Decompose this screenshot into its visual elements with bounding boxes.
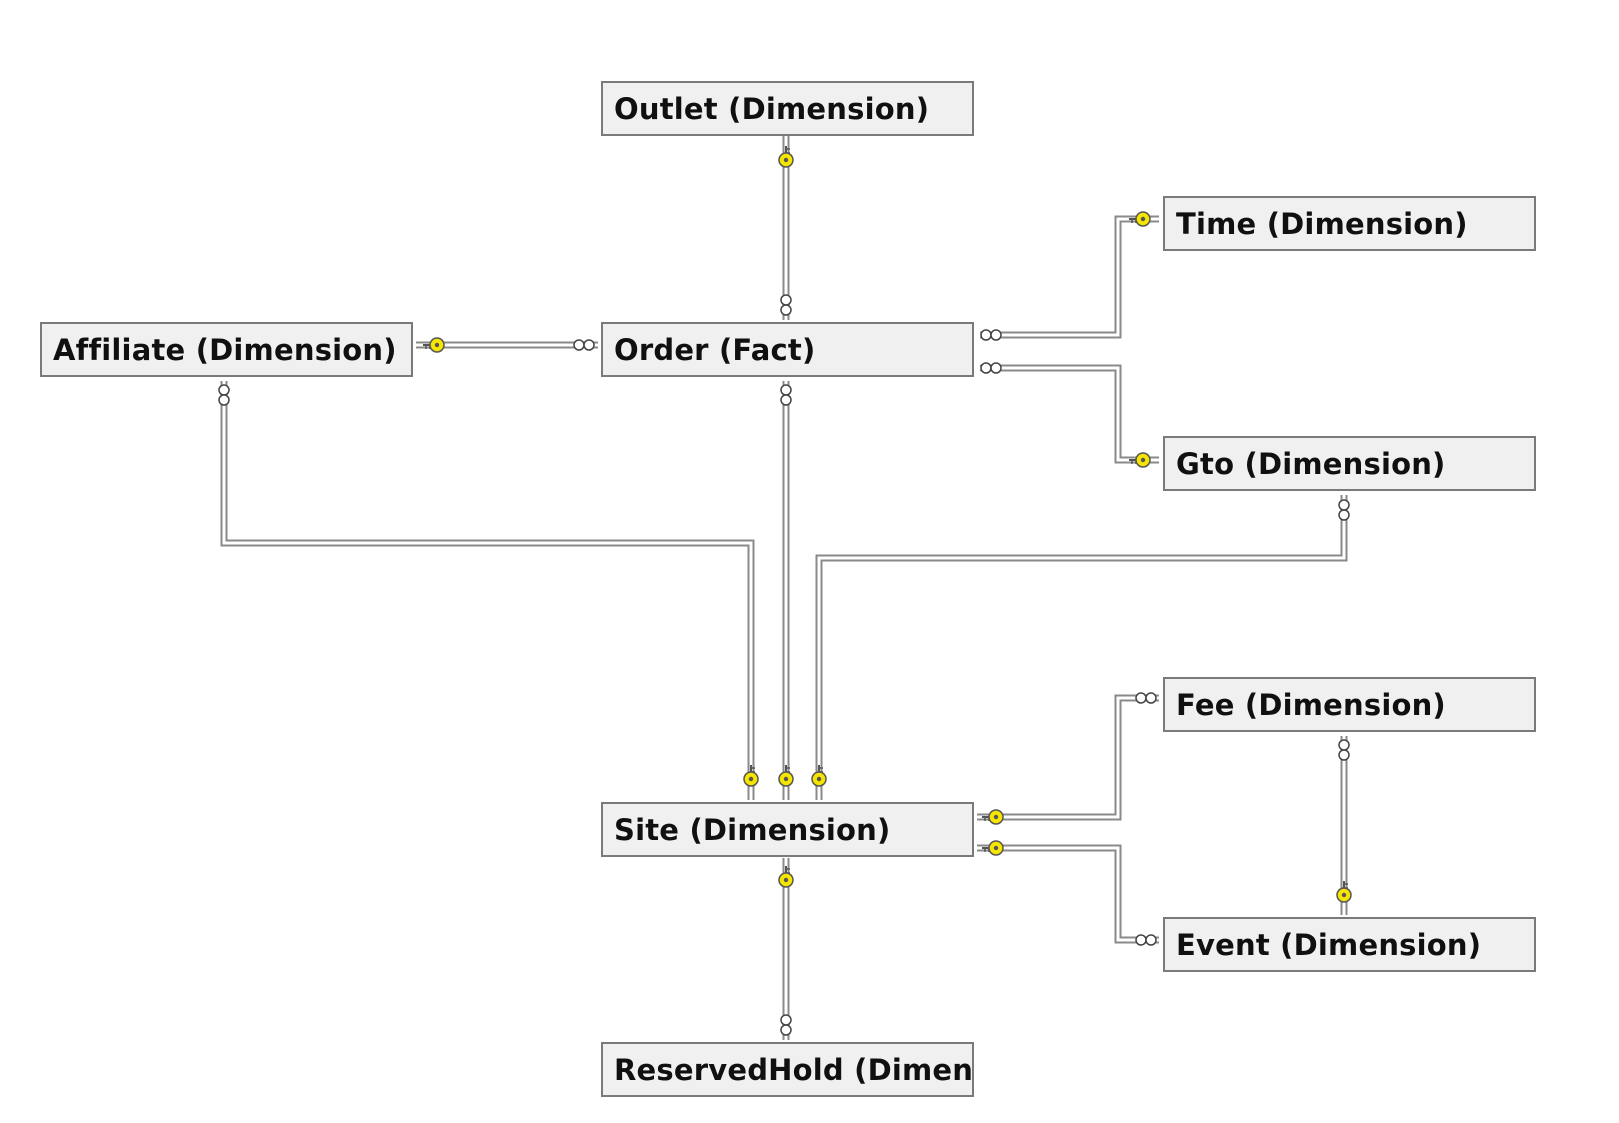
infinity-icon — [780, 294, 792, 316]
infinity-icon — [1338, 499, 1350, 521]
entity-outlet[interactable]: Outlet (Dimension) — [601, 81, 974, 136]
relationship-site-gto[interactable] — [811, 495, 1350, 800]
entity-title: Gto (Dimension) — [1176, 446, 1446, 481]
key-icon — [743, 765, 759, 787]
relationship-site-affiliate[interactable] — [218, 381, 759, 800]
key-icon — [982, 840, 1004, 856]
entity-title: Affiliate (Dimension) — [53, 332, 397, 367]
entity-title: Outlet (Dimension) — [614, 91, 930, 126]
entity-title: Event (Dimension) — [1176, 927, 1482, 962]
relationship-outlet-order[interactable] — [778, 136, 794, 320]
key-icon — [778, 765, 794, 787]
entity-fee[interactable]: Fee (Dimension) — [1163, 677, 1536, 732]
infinity-icon — [218, 384, 230, 406]
relationship-time-order[interactable] — [980, 211, 1159, 341]
infinity-icon — [980, 329, 1002, 341]
infinity-icon — [1338, 739, 1350, 761]
infinity-icon — [780, 1014, 792, 1036]
relationship-site-event[interactable] — [977, 840, 1159, 946]
entity-event[interactable]: Event (Dimension) — [1163, 917, 1536, 972]
entity-time[interactable]: Time (Dimension) — [1163, 196, 1536, 251]
entity-order[interactable]: Order (Fact) — [601, 322, 974, 377]
entity-title: Time (Dimension) — [1176, 206, 1468, 241]
key-icon — [423, 337, 445, 353]
relationship-site-fee[interactable] — [977, 692, 1159, 825]
key-icon — [1129, 211, 1151, 227]
infinity-icon — [573, 339, 595, 351]
infinity-icon — [1135, 934, 1157, 946]
key-icon — [982, 809, 1004, 825]
key-icon — [778, 146, 794, 168]
relationship-event-fee[interactable] — [1336, 736, 1352, 915]
entity-affiliate[interactable]: Affiliate (Dimension) — [40, 322, 413, 377]
infinity-icon — [1135, 692, 1157, 704]
entity-gto[interactable]: Gto (Dimension) — [1163, 436, 1536, 491]
key-icon — [1129, 452, 1151, 468]
infinity-icon — [980, 362, 1002, 374]
entity-title: Fee (Dimension) — [1176, 687, 1446, 722]
key-icon — [811, 765, 827, 787]
key-icon — [1336, 881, 1352, 903]
relationship-site-reservedhold[interactable] — [778, 858, 794, 1040]
relationship-affiliate-order[interactable] — [416, 337, 598, 353]
entity-title: ReservedHold (Dimensi — [614, 1052, 974, 1087]
relationship-gto-order[interactable] — [980, 362, 1159, 468]
relationship-site-order[interactable] — [778, 381, 794, 800]
entity-site[interactable]: Site (Dimension) — [601, 802, 974, 857]
infinity-icon — [780, 384, 792, 406]
key-icon — [778, 866, 794, 888]
entity-title: Order (Fact) — [614, 332, 816, 367]
entity-title: Site (Dimension) — [614, 812, 891, 847]
entity-reservedhold[interactable]: ReservedHold (Dimensi — [601, 1042, 974, 1097]
